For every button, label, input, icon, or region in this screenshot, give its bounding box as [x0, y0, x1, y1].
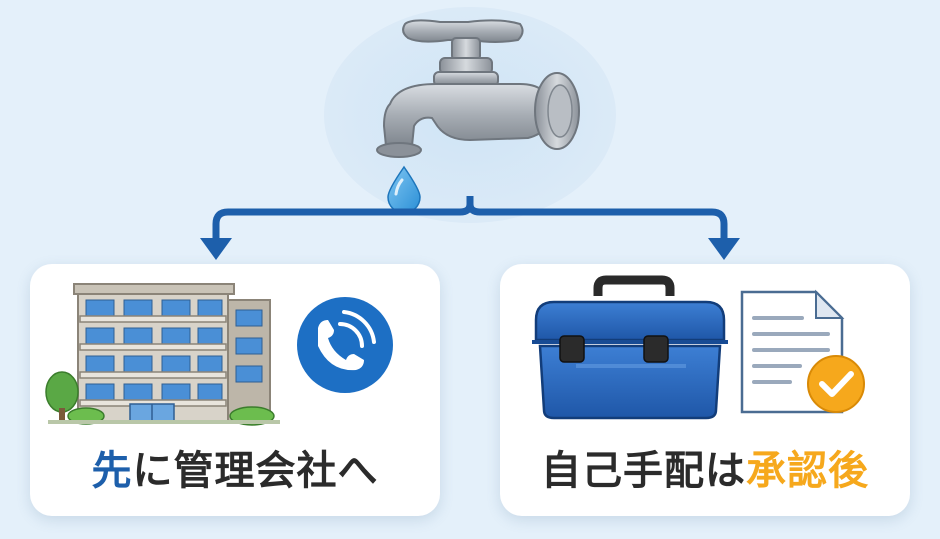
arrow-head-left [200, 238, 232, 260]
apartment-building-icon [45, 283, 280, 426]
left-option-label: 先に管理会社へ [30, 445, 440, 497]
phone-call-icon [297, 297, 393, 393]
branch-arrows [200, 196, 740, 260]
arrow-head-right [708, 238, 740, 260]
right-option-label: 自己手配は承認後 [500, 445, 910, 497]
water-faucet-icon [376, 19, 580, 158]
right-label-rest: 自己手配は [541, 448, 746, 494]
right-label-accent: 承認後 [746, 448, 869, 494]
toolbox-icon [532, 275, 728, 420]
approved-document-icon [740, 289, 865, 414]
left-label-rest: に管理会社へ [132, 448, 379, 494]
left-label-accent: 先 [91, 448, 133, 494]
